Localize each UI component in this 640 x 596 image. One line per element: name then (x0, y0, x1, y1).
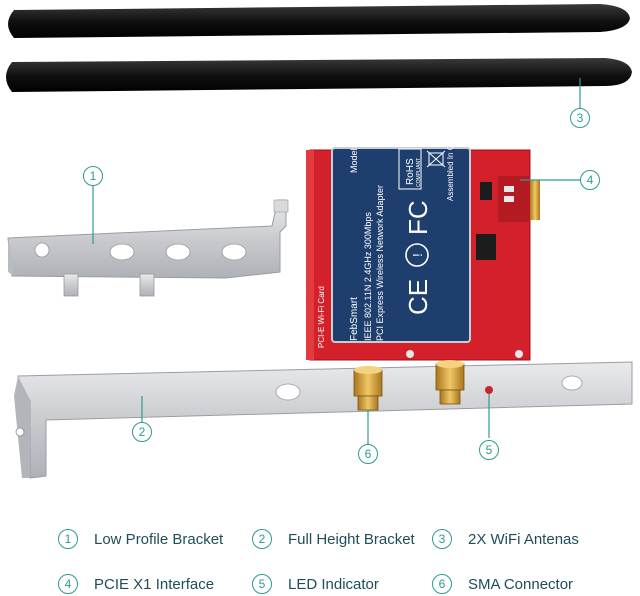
legend-number: 3 (432, 529, 452, 549)
low-profile-bracket (7, 199, 289, 297)
legend-label: Full Height Bracket (288, 530, 415, 548)
callout-5: 5 (479, 440, 499, 460)
legend-label: Low Profile Bracket (94, 530, 224, 548)
card-model: Model:FS-N300 (349, 110, 359, 173)
product-diagram: PCI-E Wi-Fi Card Model:FS-N300 FebSmart … (6, 4, 633, 479)
legend-label: PCIE X1 Interface (94, 575, 215, 593)
svg-text:!: ! (410, 253, 425, 257)
callout-2: 2 (132, 422, 152, 442)
legend-number: 2 (252, 529, 272, 549)
legend-label: LED Indicator (288, 575, 379, 593)
legend-number: 6 (432, 574, 452, 594)
legend-item-sma-connector: 6 SMA Connector (432, 572, 573, 596)
legend-number: 1 (58, 529, 78, 549)
antenna-top (8, 4, 630, 38)
full-height-bracket (14, 361, 633, 479)
shield-label: Model:FS-N300 FebSmart IEEE 802.11N 2.4G… (331, 110, 471, 343)
card-fc-mark: FC (403, 200, 433, 235)
card-rohs: RoHS (405, 158, 416, 185)
legend-item-low-profile-bracket: 1 Low Profile Bracket (58, 527, 223, 551)
card-spec-line-2: PCI Express Wireless Network Adapter (375, 185, 385, 341)
card-compliant: COMPLIANT (416, 158, 422, 187)
legend-label: 2X WiFi Antenas (468, 530, 579, 548)
callout-6: 6 (358, 444, 378, 464)
legend-item-full-height-bracket: 2 Full Height Bracket (252, 527, 415, 551)
callout-4: 4 (580, 170, 600, 190)
alert-icon (405, 243, 429, 267)
weee-icon (426, 150, 446, 168)
callout-3: 3 (570, 108, 590, 128)
legend-item-led-indicator: 5 LED Indicator (252, 572, 379, 596)
antenna-bottom (6, 58, 632, 92)
card-origin: Assembled In China (446, 129, 455, 201)
sma-connector-right (435, 360, 465, 405)
legend-item-pcie-interface: 4 PCIE X1 Interface (58, 572, 214, 596)
legend-item-wifi-antennas: 3 2X WiFi Antenas (432, 527, 579, 551)
legend-number: 4 (58, 574, 78, 594)
card-brand: FebSmart (349, 297, 360, 341)
legend-number: 5 (252, 574, 272, 594)
legend-label: SMA Connector (468, 575, 574, 593)
sma-connector-left (353, 366, 383, 411)
led-indicator (485, 386, 493, 394)
pcb-label: PCI-E Wi-Fi Card (317, 286, 326, 348)
callout-1: 1 (83, 166, 103, 186)
card-ce-mark: CE (403, 279, 433, 315)
legend: 1 Low Profile Bracket 2 Full Height Brac… (0, 515, 640, 595)
card-spec-line-1: IEEE 802.11N 2.4GHz 300Mbps (363, 212, 373, 341)
